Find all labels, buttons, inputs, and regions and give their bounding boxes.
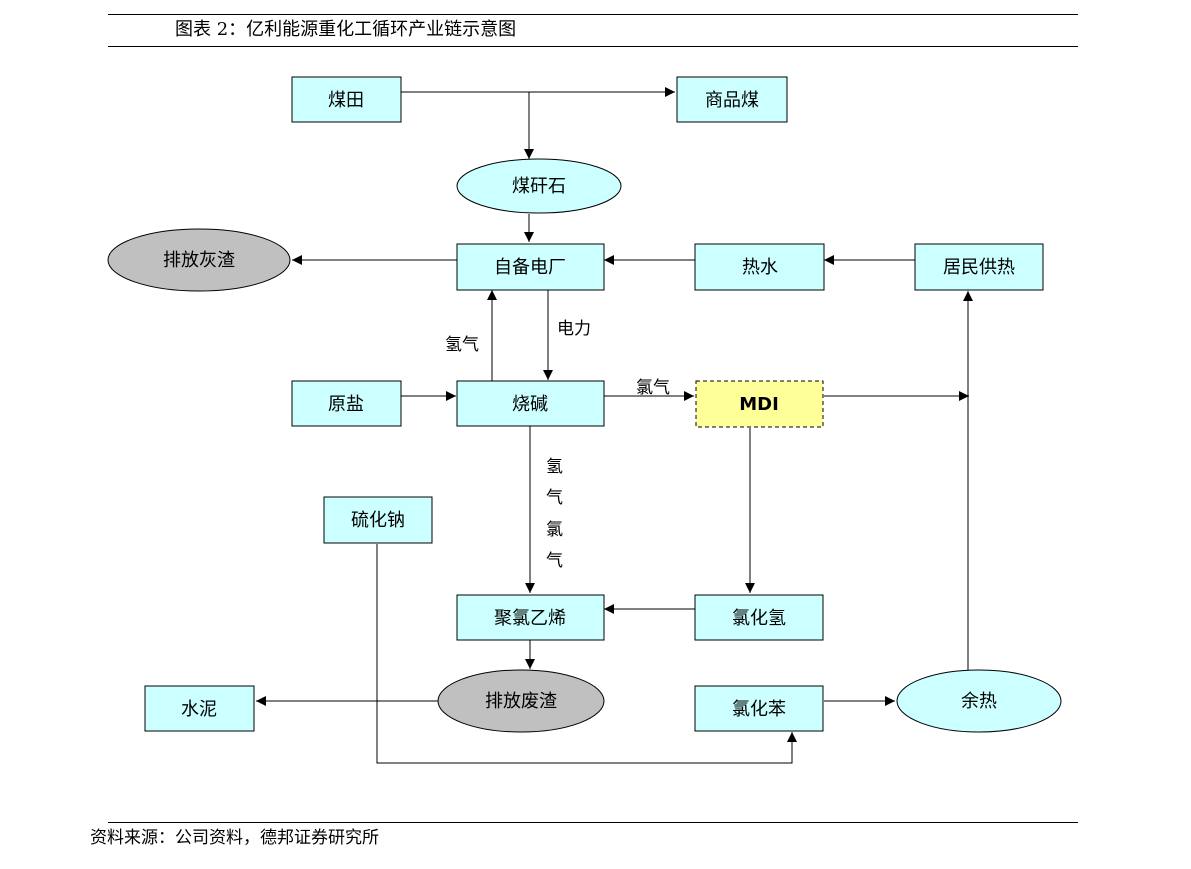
node-shaojian: 烧碱 (456, 380, 605, 427)
node-julvyixi: 聚氯乙烯 (456, 594, 605, 641)
edge-liuhuana-to-lvhuaben (376, 544, 797, 764)
node-label-shangpinmei: 商品煤 (705, 90, 759, 111)
node-ellipse (456, 158, 622, 214)
node-ellipse (437, 669, 605, 733)
node-box (914, 243, 1044, 291)
node-lvhuaqing: 氯化氢 (694, 594, 824, 641)
edge-labels: 氢气 电力 氯气 氢 气 氯 气 (445, 319, 670, 571)
node-box (144, 685, 255, 732)
node-yure: 余热 (896, 669, 1062, 733)
node-shuini: 水泥 (144, 685, 255, 732)
node-mdi: MDI (695, 380, 824, 428)
node-zibeidianchang: 自备电厂 (456, 243, 605, 291)
node-label-yuanyan: 原盐 (328, 394, 364, 415)
node-liuhuana: 硫化钠 (323, 496, 433, 544)
node-box (694, 243, 825, 291)
page-title: 图表 2：亿利能源重化工循环产业链示意图 (175, 19, 517, 40)
node-label-julvyixi: 聚氯乙烯 (494, 608, 566, 629)
title-rule (108, 46, 1078, 47)
node-paifangfeizha: 排放废渣 (437, 669, 605, 733)
edge-label-hydrogen-down-1: 氢 (546, 457, 563, 477)
node-box (694, 594, 824, 641)
node-box (323, 496, 433, 544)
node-label-reshui: 热水 (742, 257, 778, 278)
node-ellipse (107, 228, 291, 292)
edge-label-hydrogen-down-2: 气 (546, 488, 563, 508)
node-box (456, 243, 605, 291)
node-label-zibeidianchang: 自备电厂 (494, 257, 566, 278)
node-label-meiganshi: 煤矸石 (512, 176, 566, 197)
node-label-lvhuaben: 氯化苯 (732, 699, 786, 720)
node-meiganshi: 煤矸石 (456, 158, 622, 214)
footer-rule (108, 822, 1078, 823)
node-reshui: 热水 (694, 243, 825, 291)
nodes: 煤田 商品煤 煤矸石 自备电厂 排放灰渣 热水 居民供热 原盐 (107, 76, 1062, 733)
node-ellipse (896, 669, 1062, 733)
node-label-shaojian: 烧碱 (512, 394, 548, 415)
node-box (694, 685, 824, 732)
node-shangpinmei: 商品煤 (676, 76, 788, 123)
node-label-meitian: 煤田 (328, 90, 364, 111)
node-meitian: 煤田 (291, 76, 402, 123)
node-label-jumingongre: 居民供热 (943, 257, 1015, 278)
edge-label-chlorine-down-1: 氯 (546, 520, 563, 540)
node-label-yure: 余热 (961, 691, 997, 712)
source-note: 资料来源：公司资料，德邦证券研究所 (90, 828, 379, 848)
node-box (456, 594, 605, 641)
node-label-liuhuana: 硫化钠 (351, 510, 405, 531)
node-box (676, 76, 788, 123)
edge-label-hydrogen-left: 氢气 (445, 335, 479, 355)
node-box-dashed (695, 380, 824, 428)
node-label-lvhuaqing: 氯化氢 (732, 608, 786, 629)
edge-label-chlorine-right: 氯气 (636, 378, 670, 398)
node-label-paifangfeizha: 排放废渣 (485, 691, 557, 712)
node-label-mdi: MDI (739, 394, 779, 415)
node-label-shuini: 水泥 (181, 699, 217, 720)
node-box (291, 76, 402, 123)
node-paifanghuizha: 排放灰渣 (107, 228, 291, 292)
node-lvhuaben: 氯化苯 (694, 685, 824, 732)
node-yuanyan: 原盐 (291, 380, 402, 427)
node-box (456, 380, 605, 427)
edge-label-electricity: 电力 (557, 319, 591, 339)
top-rule (108, 14, 1078, 15)
node-box (291, 380, 402, 427)
edge-label-chlorine-down-2: 气 (546, 551, 563, 571)
node-jumingongre: 居民供热 (914, 243, 1044, 291)
node-label-paifanghuizha: 排放灰渣 (163, 250, 235, 271)
edges (256, 87, 973, 764)
